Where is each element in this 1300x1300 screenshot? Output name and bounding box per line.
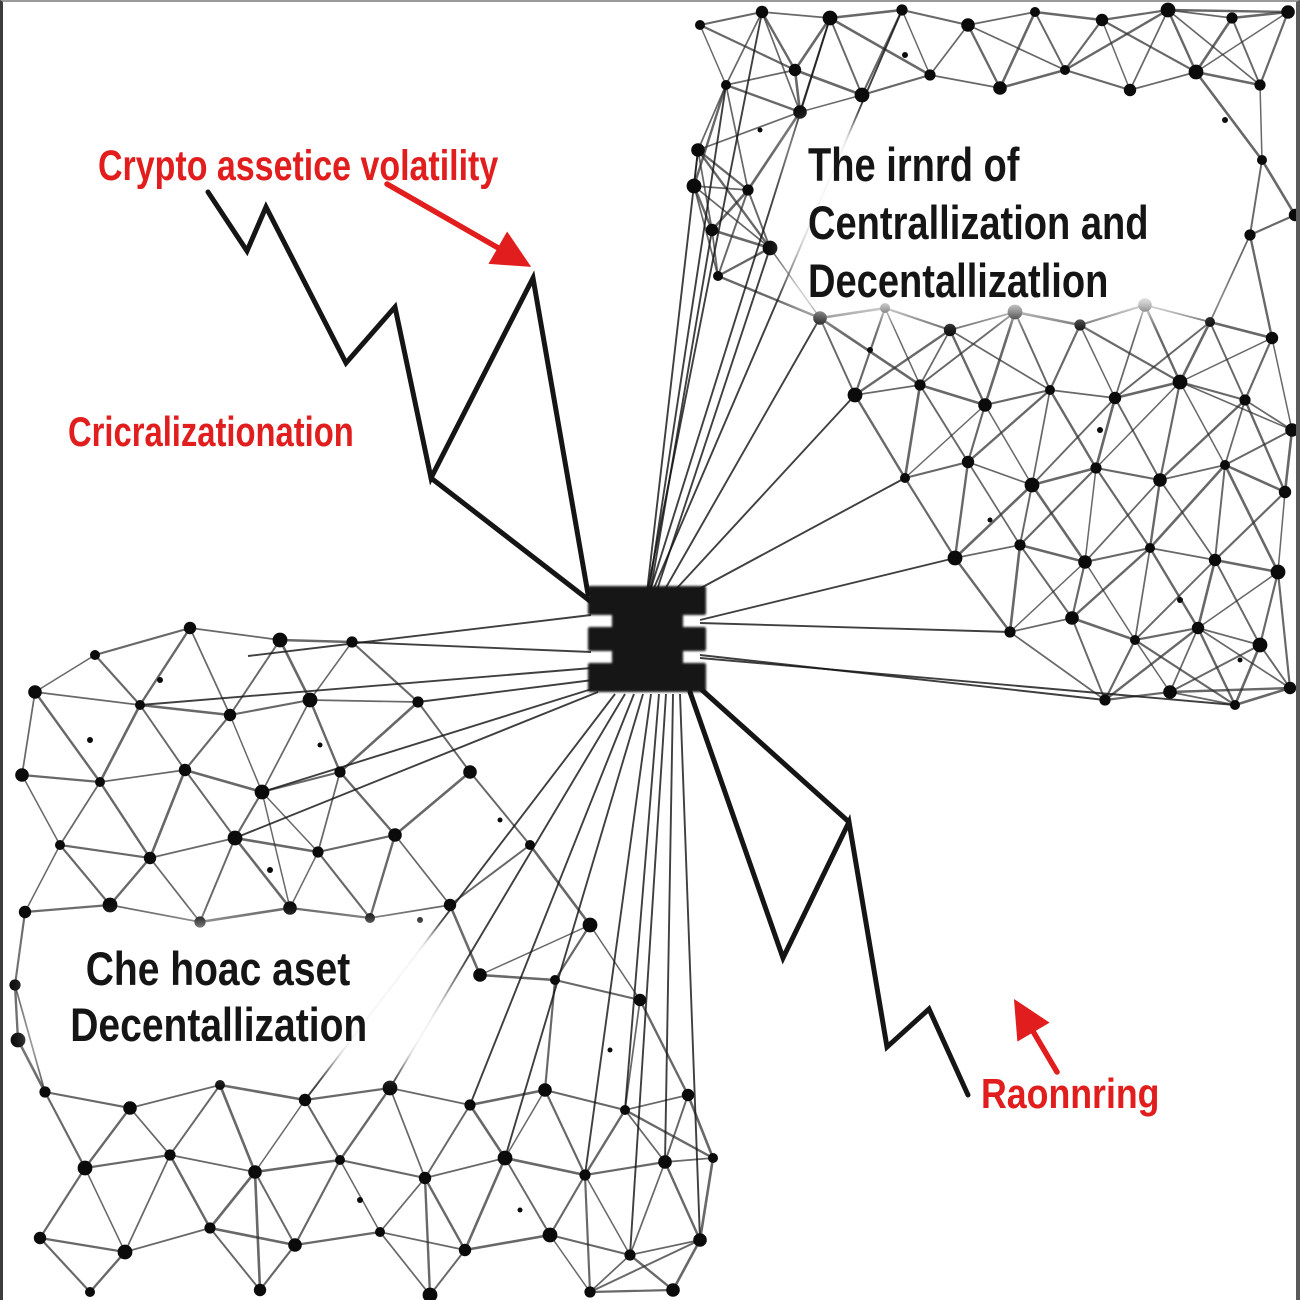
zigzag-bottom-extra	[699, 687, 852, 825]
right-title-line1: The irnrd of	[808, 138, 1020, 191]
volatility-arrow	[384, 181, 532, 267]
left-title-line2: Decentallization	[70, 998, 368, 1051]
volatility-label: Crypto assetice volatility	[98, 142, 499, 190]
raonnring-label: Raonnring	[981, 1070, 1160, 1117]
zigzag-top	[205, 189, 591, 597]
central-block-icon	[588, 586, 706, 692]
left-title: Che hoac aset Decentallization	[70, 941, 368, 1053]
network-edges	[13, 8, 1297, 1296]
right-title: The irnrd of Centrallization and Decenta…	[808, 136, 1149, 310]
zigzag-bottom	[687, 689, 971, 1098]
raonnring-arrow	[1013, 998, 1060, 1075]
cricralization-label: Cricralizationation	[68, 408, 354, 455]
network-nodes	[9, 2, 1300, 1300]
right-title-line3: Decentallizatlion	[808, 254, 1109, 307]
zigzag-top-extra	[428, 475, 593, 604]
left-title-line1: Che hoac aset	[85, 942, 351, 995]
right-title-line2: Centrallization and	[808, 196, 1149, 249]
